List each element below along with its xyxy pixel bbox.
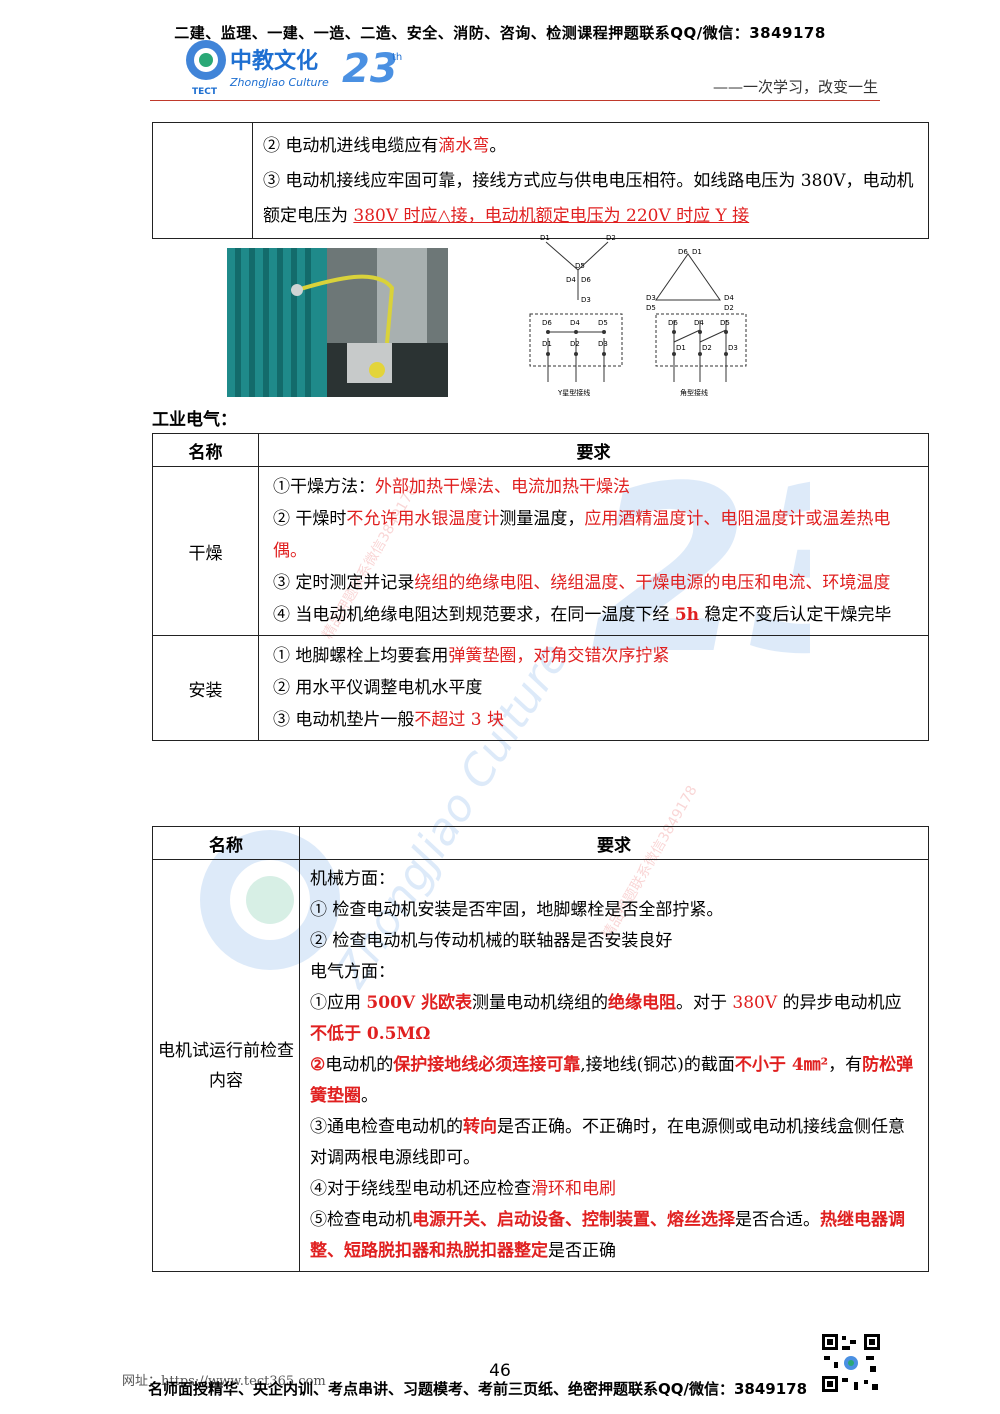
- req-line: ③ 定时测定并记录绕组的绝缘电阻、绕组温度、干燥电源的电压和电流、环境温度: [273, 573, 891, 593]
- req-line: ③通电检查电动机的转向是否正确。不正确时，在电源侧或电动机接线盒侧任意对调两根电…: [310, 1117, 905, 1168]
- table-cell-empty: [152, 122, 253, 239]
- label-d4: D4: [566, 276, 576, 284]
- qr-code-icon: [820, 1332, 882, 1394]
- industrial-electric-table: 名称 要求 干燥 ①干燥方法：外部加热干燥法、电流加热干燥法 ② 干燥时不允许用…: [152, 433, 929, 741]
- delta-caption: 角型接线: [680, 388, 708, 397]
- mech-title: 机械方面：: [310, 869, 395, 889]
- label-d1: D1: [540, 234, 550, 242]
- motor-wiring-table: ② 电动机进线电缆应有滴水弯。 ③ 电动机接线应牢固可靠，接线方式应与供电电压相…: [152, 122, 929, 239]
- slogan: ——一次学习，改变一生: [712, 78, 878, 96]
- svg-text:D2: D2: [702, 344, 712, 352]
- table-row: 电机试运行前检查内容 机械方面： ① 检查电动机安装是否牢固，地脚螺栓是否全部拧…: [152, 859, 929, 1272]
- col-header-name: 名称: [152, 826, 300, 860]
- svg-text:D3: D3: [728, 344, 738, 352]
- svg-text:D1: D1: [692, 248, 702, 256]
- svg-text:D4: D4: [570, 319, 580, 327]
- req-line: ② 干燥时不允许用水银温度计测量温度，应用酒精温度计、电阻温度计或温差热电偶。: [273, 509, 891, 561]
- row-name-install: 安装: [152, 635, 259, 741]
- svg-text:D6: D6: [542, 319, 552, 327]
- req-line: ② 电动机进线电缆应有滴水弯。: [263, 136, 507, 156]
- page-number: 46: [489, 1361, 511, 1381]
- label-d6: D6: [581, 276, 591, 284]
- footer-contact-line: 名师面授精华、央企内训、考点串讲、习题模考、考前三页纸、绝密押题联系QQ/微信：…: [148, 1380, 808, 1398]
- svg-text:D5: D5: [646, 304, 656, 312]
- table-header-row: 名称 要求: [152, 433, 929, 467]
- header-rule: [150, 100, 880, 101]
- row-name-drying: 干燥: [152, 466, 259, 636]
- svg-text:D3: D3: [646, 294, 656, 302]
- req-line: ② 检查电动机与传动机械的联轴器是否安装良好: [310, 931, 673, 951]
- req-line: ①干燥方法：外部加热干燥法、电流加热干燥法: [273, 477, 630, 497]
- table-cell-requirements: ② 电动机进线电缆应有滴水弯。 ③ 电动机接线应牢固可靠，接线方式应与供电电压相…: [252, 122, 929, 239]
- req-line: ② 用水平仪调整电机水平度: [273, 678, 483, 698]
- logo-anniversary-suffix: th: [392, 52, 402, 63]
- req-line: ①应用 500V 兆欧表测量电动机绕组的绝缘电阻。对于 380V 的异步电动机应…: [310, 993, 902, 1044]
- row-req-drying: ①干燥方法：外部加热干燥法、电流加热干燥法 ② 干燥时不允许用水银温度计测量温度…: [258, 466, 929, 636]
- req-line: ① 地脚螺栓上均要套用弹簧垫圈，对角交错次序拧紧: [273, 646, 670, 666]
- svg-text:D5: D5: [720, 319, 730, 327]
- logo-en: ZhongJiao Culture: [229, 76, 329, 89]
- row-req-install: ① 地脚螺栓上均要套用弹簧垫圈，对角交错次序拧紧 ② 用水平仪调整电机水平度 ③…: [258, 635, 929, 741]
- req-line: ⑤检查电动机电源开关、启动设备、控制装置、熔丝选择是否合适。热继电器调整、短路脱…: [310, 1210, 905, 1261]
- header-contact-line: 二建、监理、一建、一造、二造、安全、消防、咨询、检测课程押题联系QQ/微信：38…: [174, 24, 826, 42]
- motor-grounding-photo: [227, 248, 448, 397]
- svg-text:D6: D6: [678, 248, 688, 256]
- col-header-name: 名称: [152, 433, 259, 467]
- col-header-req: 要求: [299, 826, 929, 860]
- logo-cn: 中教文化: [230, 48, 318, 74]
- row-req-test-run: 机械方面： ① 检查电动机安装是否牢固，地脚螺栓是否全部拧紧。 ② 检查电动机与…: [299, 859, 929, 1272]
- svg-text:D3: D3: [598, 340, 608, 348]
- table-header-row: 名称 要求: [152, 826, 929, 860]
- section-title: 工业电气：: [152, 410, 237, 430]
- svg-text:D5: D5: [598, 319, 608, 327]
- elec-title: 电气方面：: [310, 962, 395, 982]
- req-line: ④对于绕线型电动机还应检查滑环和电刷: [310, 1179, 616, 1199]
- brand-logo: TECT 中教文化 ZhongJiao Culture 23 th: [186, 40, 402, 97]
- table-row: 安装 ① 地脚螺栓上均要套用弹簧垫圈，对角交错次序拧紧 ② 用水平仪调整电机水平…: [152, 635, 929, 741]
- table-row: 干燥 ①干燥方法：外部加热干燥法、电流加热干燥法 ② 干燥时不允许用水银温度计测…: [152, 466, 929, 636]
- svg-text:D1: D1: [542, 340, 552, 348]
- motor-test-run-table: 名称 要求 电机试运行前检查内容 机械方面： ① 检查电动机安装是否牢固，地脚螺…: [152, 826, 929, 1272]
- svg-text:D2: D2: [570, 340, 580, 348]
- svg-text:D1: D1: [676, 344, 686, 352]
- logo-abbr: TECT: [192, 87, 218, 97]
- req-line: ④ 当电动机绝缘电阻达到规范要求，在同一温度下经 5h 稳定不变后认定干燥完毕: [273, 605, 892, 625]
- label-d3: D3: [581, 296, 591, 304]
- svg-text:D6: D6: [668, 319, 678, 327]
- label-d5: D5: [575, 262, 585, 270]
- svg-text:D2: D2: [724, 304, 734, 312]
- col-header-req: 要求: [258, 433, 929, 467]
- req-line: ③ 电动机垫片一般不超过 3 块: [273, 710, 505, 730]
- svg-text:D4: D4: [694, 319, 704, 327]
- req-line: ① 检查电动机安装是否牢固，地脚螺栓是否全部拧紧。: [310, 900, 724, 920]
- req-line: ③ 电动机接线应牢固可靠，接线方式应与供电电压相符。如线路电压为 380V，电动…: [263, 171, 914, 226]
- footer-url[interactable]: 网址：https://www.tect365.com: [122, 1374, 326, 1389]
- logo-anniversary: 23: [342, 46, 398, 92]
- svg-text:D4: D4: [724, 294, 734, 302]
- row-name-test-run: 电机试运行前检查内容: [152, 859, 300, 1272]
- req-line: ②电动机的保护接地线必须连接可靠,接地线(铜芯)的截面不小于 4㎜²，有防松弹簧…: [310, 1055, 914, 1106]
- label-d2: D2: [606, 234, 616, 242]
- table-row: ② 电动机进线电缆应有滴水弯。 ③ 电动机接线应牢固可靠，接线方式应与供电电压相…: [152, 122, 929, 239]
- star-caption: Y星型接线: [557, 388, 590, 397]
